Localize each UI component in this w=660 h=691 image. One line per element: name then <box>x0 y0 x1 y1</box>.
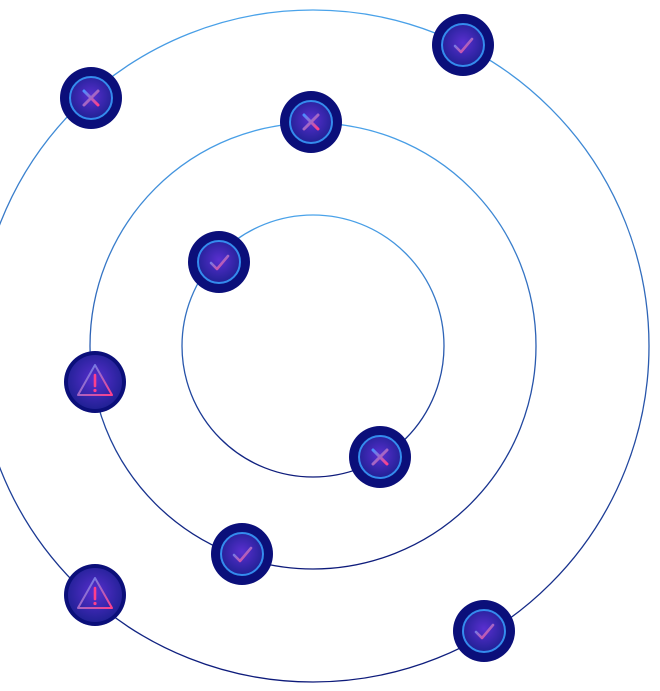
check-icon <box>432 14 494 76</box>
ring-outer <box>0 9 650 683</box>
warning-icon <box>64 564 126 626</box>
check-icon <box>453 600 515 662</box>
warning-icon <box>64 351 126 413</box>
ring-middle <box>89 122 537 570</box>
cross-icon <box>60 67 122 129</box>
check-icon <box>211 523 273 585</box>
check-icon <box>188 231 250 293</box>
cross-icon <box>280 91 342 153</box>
cross-icon <box>349 426 411 488</box>
badges <box>60 14 515 662</box>
ring-inner <box>181 214 445 478</box>
